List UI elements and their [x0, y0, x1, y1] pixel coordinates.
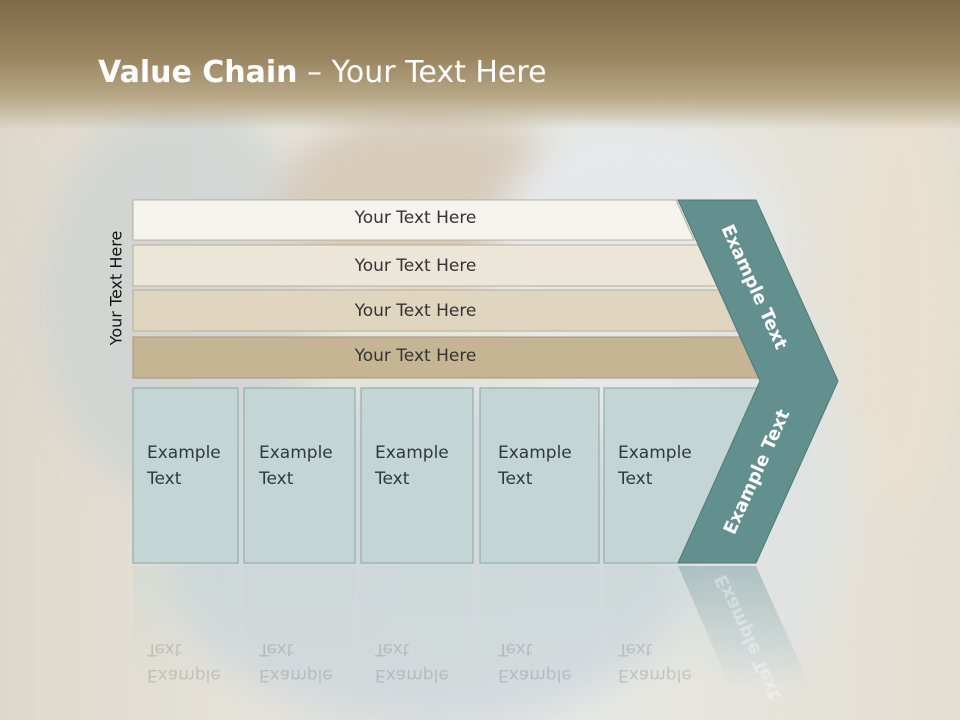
box-label-reflection: Example Text: [259, 636, 359, 688]
page-title: Value Chain – Your Text Here: [98, 55, 547, 90]
band-1: [132, 199, 695, 241]
band-label: Your Text Here: [354, 346, 477, 366]
box-label: Example Text: [147, 440, 247, 492]
box-reflection: [604, 566, 730, 686]
box-2: [243, 387, 356, 564]
chevron-arrow: [677, 199, 839, 564]
box-label-line: Example: [498, 443, 572, 463]
box-reflection: [480, 566, 599, 686]
chevron-reflection: [678, 566, 810, 686]
band-label: Your Text Here: [354, 301, 477, 321]
box-label-reflection: Example Text: [618, 636, 718, 688]
box-label-line: Example: [498, 665, 572, 685]
box-label-line: Example: [618, 665, 692, 685]
box-label-line: Example: [375, 443, 449, 463]
box-label-line: Text: [498, 639, 533, 659]
box-label-line: Example: [259, 443, 333, 463]
title-bold: Value Chain: [98, 55, 298, 90]
box-label-line: Text: [618, 639, 653, 659]
box-label-line: Text: [375, 469, 410, 489]
box-label-line: Text: [375, 639, 410, 659]
box-reflection: [133, 566, 238, 686]
box-label-line: Text: [259, 469, 294, 489]
box-3: [360, 387, 474, 564]
box-label: Example Text: [375, 440, 475, 492]
box-label: Example Text: [498, 440, 598, 492]
box-label-reflection: Example Text: [498, 636, 598, 688]
box-label-line: Example: [618, 443, 692, 463]
box-label: Example Text: [618, 440, 718, 492]
box-label-line: Example: [147, 665, 221, 685]
box-label-reflection: Example Text: [147, 636, 247, 688]
header-band: [0, 0, 960, 130]
box-label-line: Text: [618, 469, 653, 489]
box-label-reflection: Example Text: [375, 636, 475, 688]
box-label: Example Text: [259, 440, 359, 492]
box-1: [132, 387, 239, 564]
band-label: Your Text Here: [354, 208, 477, 228]
box-label-line: Example: [147, 443, 221, 463]
box-label-line: Text: [147, 469, 182, 489]
title-rest: – Your Text Here: [297, 55, 547, 90]
box-label-line: Text: [259, 639, 294, 659]
box-label-line: Text: [498, 469, 533, 489]
box-reflection: [244, 566, 355, 686]
box-label-line: Example: [259, 665, 333, 685]
band-label: Your Text Here: [354, 256, 477, 276]
box-reflection: [361, 566, 473, 686]
box-label-line: Text: [147, 639, 182, 659]
box-label-line: Example: [375, 665, 449, 685]
box-4: [479, 387, 600, 564]
